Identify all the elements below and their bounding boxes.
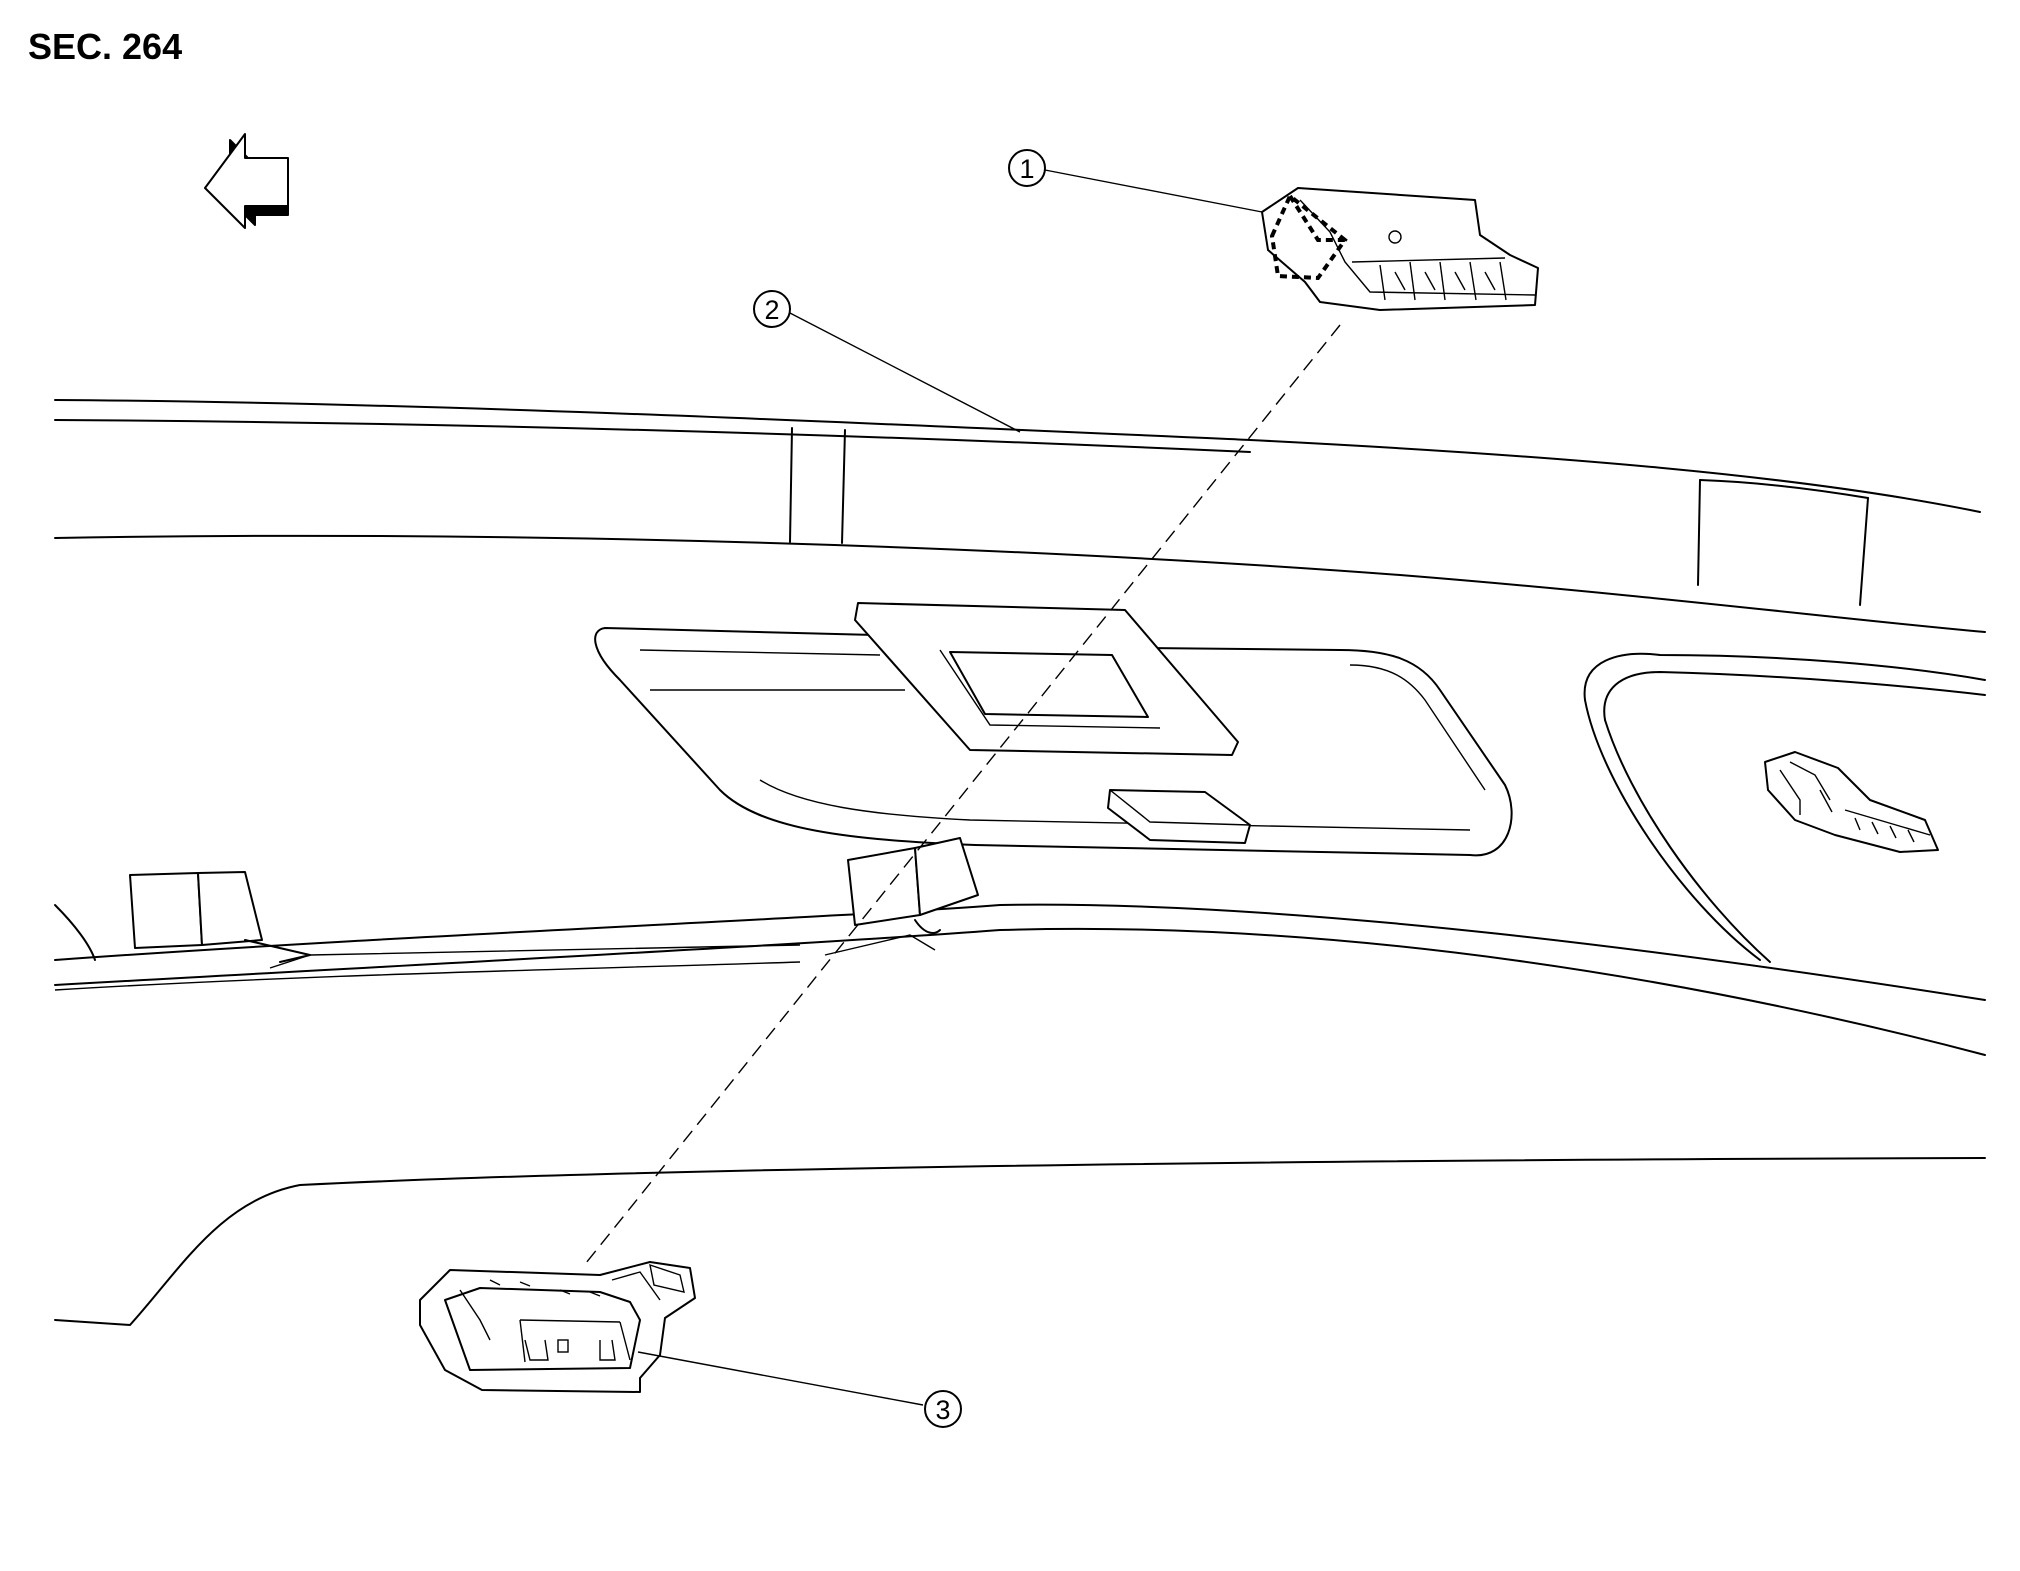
callout-2: 2: [753, 290, 791, 328]
callout-2-label: 2: [764, 295, 779, 325]
callout-1: 1: [1008, 149, 1046, 187]
section-label: SEC. 264: [28, 26, 183, 67]
installation-line: [581, 324, 1341, 1269]
callout-1-label: 1: [1019, 154, 1034, 184]
component-1-bracket: [1261, 187, 1539, 311]
callout-leaders: [637, 169, 1263, 1406]
callout-3-label: 3: [935, 1395, 950, 1425]
callout-3: 3: [924, 1390, 962, 1428]
front-direction-arrow-icon: [204, 133, 289, 229]
headlining-outline: [54, 399, 1986, 1326]
component-3-switch: [419, 1261, 696, 1393]
installed-bracket: [1764, 751, 1939, 853]
